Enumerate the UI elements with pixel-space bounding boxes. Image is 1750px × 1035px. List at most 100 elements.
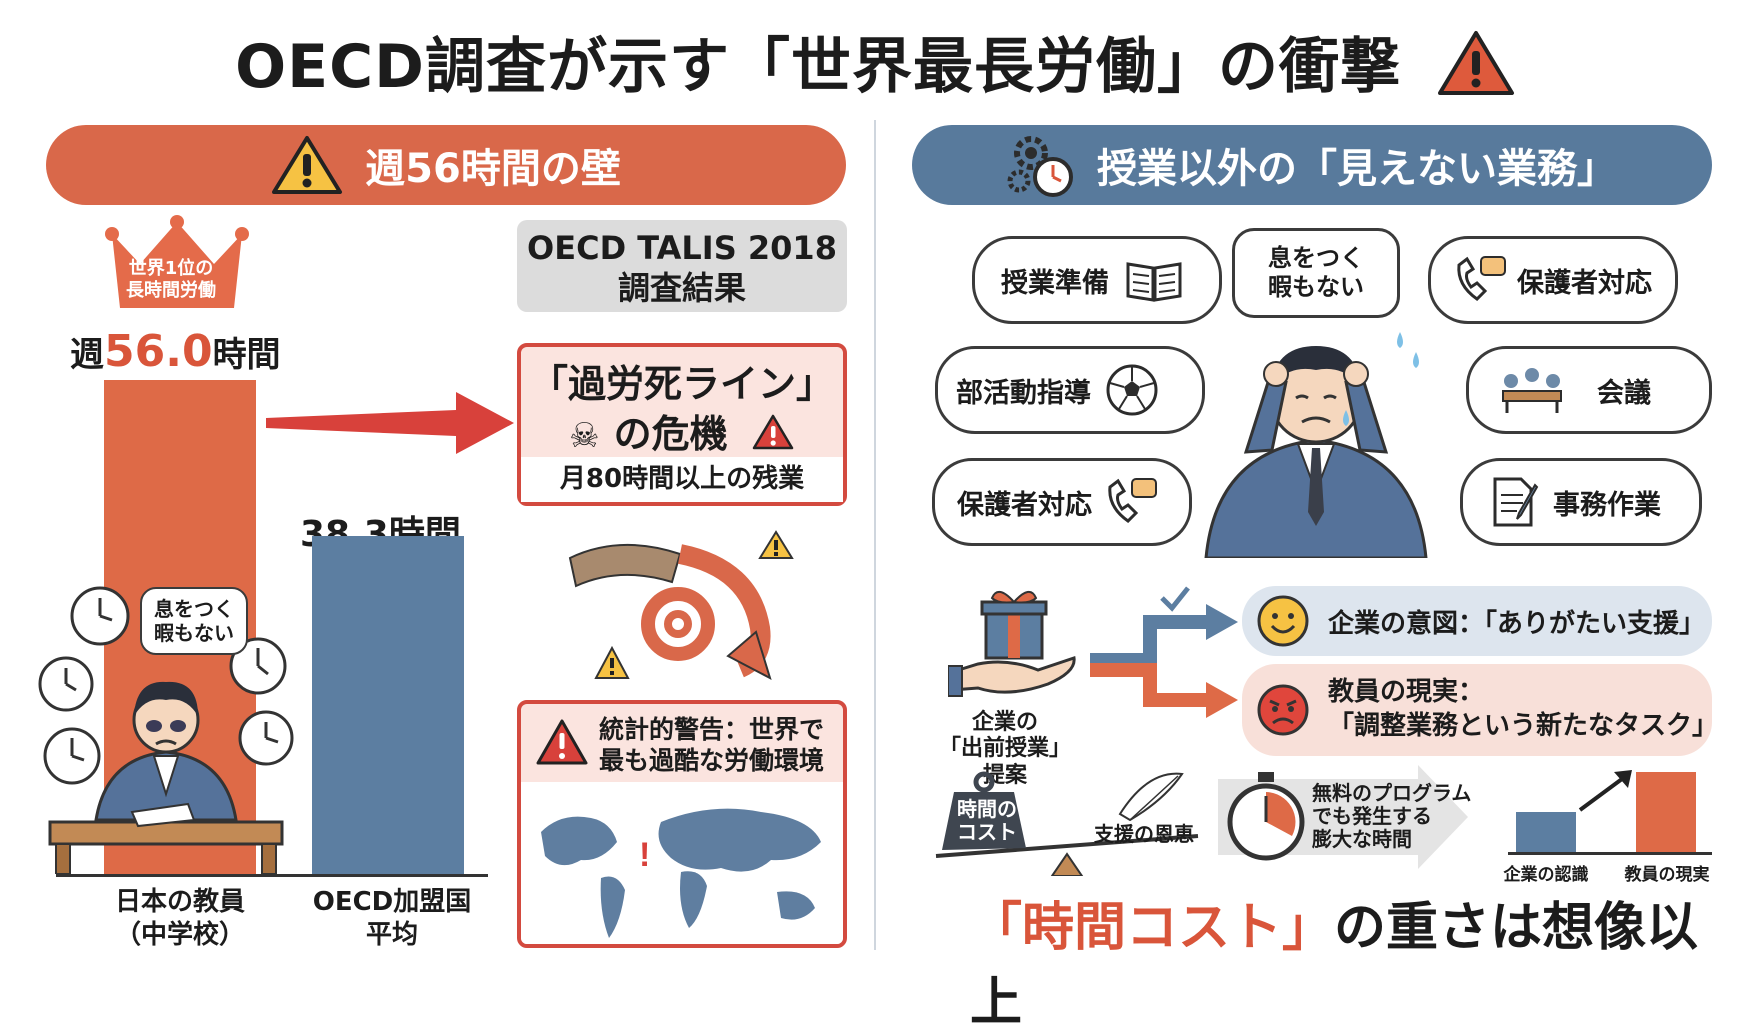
bottom-highlight: 「時間コスト」 [970,898,1335,958]
task-paperwork-label: 事務作業 [1553,489,1661,521]
bottom-headline: 「時間コスト」の重さは想像以上 [970,885,1750,1035]
warning-icon [272,136,343,194]
task-prep-label: 授業準備 [1001,267,1109,299]
karoshi-box: 「過労死ライン」 ☠ の危機 月80時間以上の残業 [517,343,847,506]
task-parents-top-label: 保護者対応 [1517,267,1652,299]
left-banner: 週56時間の壁 [46,125,846,205]
task-club-label: 部活動指導 [956,377,1091,409]
center-breath-line2: 暇もない [1268,273,1364,301]
time-cost-line1: 時間の [957,797,1017,821]
scale-icon [935,771,1199,876]
stat-line2: 最も過酷な労働環境 [599,746,825,776]
free-line2: でも発生する [1312,804,1432,828]
stat-text: 統計的警告：世界で 最も過酷な労働環境 [599,714,824,777]
karoshi-line1: 「過労死ライン」 [529,362,834,406]
teacher-reality-line2: 「調整業務という新たなタスク」 [1328,711,1719,741]
stressed-teacher-illustration [38,586,294,874]
free-line1: 無料のプログラム [1312,781,1472,805]
category-japan-line1: 日本の教員 [114,887,245,917]
crown-text: 世界1位の 長時間労働 [126,258,216,301]
category-oecd-line2: 平均 [365,919,418,950]
japan-value-prefix: 週 [70,335,104,375]
task-club-bubble: 部活動指導 [935,346,1205,434]
category-japan-line2: （中学校） [114,919,245,950]
red-arrow-icon [266,392,514,454]
document-pen-icon [1493,477,1539,527]
offer-line1: 企業の [971,710,1038,735]
breath-line2: 暇もない [154,621,234,645]
task-meeting-bubble: 会議 [1466,346,1712,434]
task-meeting-label: 会議 [1597,377,1651,409]
japan-value-label: 週56.0時間 [70,326,281,377]
right-banner-text: 授業以外の「見えない業務」 [1097,146,1617,192]
mini-bar-label-teacher: 教員の現実 [1624,865,1710,885]
map-alert-mark: ! [639,836,650,874]
gift-hand-icon [948,591,1076,697]
japan-value: 56.0 [104,326,213,377]
category-japan: 日本の教員 （中学校） [90,886,270,951]
warning-icon [1437,29,1515,112]
task-parents-bottom-label: 保護者対応 [957,489,1092,521]
category-oecd-line1: OECD加盟国 [312,887,472,917]
column-divider [874,120,876,950]
time-cost-line2: コスト [957,820,1017,844]
spiral-down-illustration [568,530,794,680]
title-text: OECD調査が示す「世界最長労働」の衝撃 [235,32,1401,102]
mini-bar-company [1516,812,1576,852]
breath-line1: 息をつく [154,597,234,621]
task-paperwork-bubble: 事務作業 [1460,458,1702,546]
company-intent-pill: 企業の意図：「ありがたい支援」 [1242,586,1712,656]
crown-label: 世界1位の 長時間労働 [106,258,236,301]
distressed-teacher-illustration [1204,332,1428,558]
page-title: OECD調査が示す「世界最長労働」の衝撃 [0,18,1750,112]
teacher-reality-line1: 教員の現実： [1328,677,1485,708]
angry-face-icon [1257,684,1309,736]
mini-chart-baseline [1508,852,1712,855]
breath-bubble: 息をつく暇もない [140,587,248,655]
phone-chat-icon [1457,256,1506,301]
left-banner-text: 週56時間の壁 [365,146,621,192]
task-parents-top-bubble: 保護者対応 [1428,236,1678,324]
chart-baseline [56,874,488,877]
stat-line1: 統計的警告：世界で [599,715,825,744]
mini-bar-teacher [1636,772,1696,852]
karoshi-line2: の危機 [613,412,728,456]
company-intent-text: 企業の意図：「ありがたい支援」 [1328,608,1706,639]
task-prep-bubble: 授業準備 [972,236,1222,324]
warning-icon [536,719,588,765]
right-banner: 授業以外の「見えない業務」 [912,125,1712,205]
stopwatch-icon [1227,772,1305,861]
book-icon [1126,262,1182,302]
free-line3: 膨大な時間 [1312,827,1412,851]
world-map: ! [521,782,843,944]
category-oecd: OECD加盟国 平均 [292,886,492,951]
free-program-text: 無料のプログラム でも発生する 膨大な時間 [1312,782,1471,851]
bar-oecd [312,536,464,875]
smile-face-icon [1257,595,1309,647]
skull-icon: ☠ [569,416,600,456]
statistical-warning-box: 統計的警告：世界で 最も過酷な労働環境 ! [517,700,847,948]
feather-label: 支援の恩恵 [1094,822,1194,846]
soccer-ball-icon [1106,364,1158,416]
karoshi-line2-wrap: ☠ の危機 [521,403,843,458]
phone-chat-icon [1108,478,1157,523]
talis-box: OECD TALIS 2018 調査結果 [517,220,847,312]
meeting-icon [1502,368,1562,413]
task-parents-bottom-bubble: 保護者対応 [932,458,1192,546]
talis-line2: 調査結果 [617,269,746,307]
center-breath-line1: 息をつく [1268,244,1364,273]
gears-clock-icon [1007,136,1073,197]
crown-icon [105,215,249,308]
teacher-reality-pill: 教員の現実：「調整業務という新たなタスク」 [1242,664,1719,756]
rising-arrow-icon [1578,770,1632,812]
center-breath-bubble: 息をつく暇もない [1232,228,1400,318]
offer-label: 企業の 「出前授業」提案 [930,710,1080,789]
time-cost-weight-label: 時間の コスト [944,798,1030,844]
warning-icon [752,414,794,450]
mini-bar-label-company: 企業の認識 [1503,865,1589,885]
split-arrows-icon [1090,586,1238,718]
japan-value-suffix: 時間 [212,335,281,375]
karoshi-line3: 月80時間以上の残業 [521,457,843,502]
talis-line1: OECD TALIS 2018 [527,229,837,267]
offer-line2: 「出前授業」提案 [938,736,1071,788]
